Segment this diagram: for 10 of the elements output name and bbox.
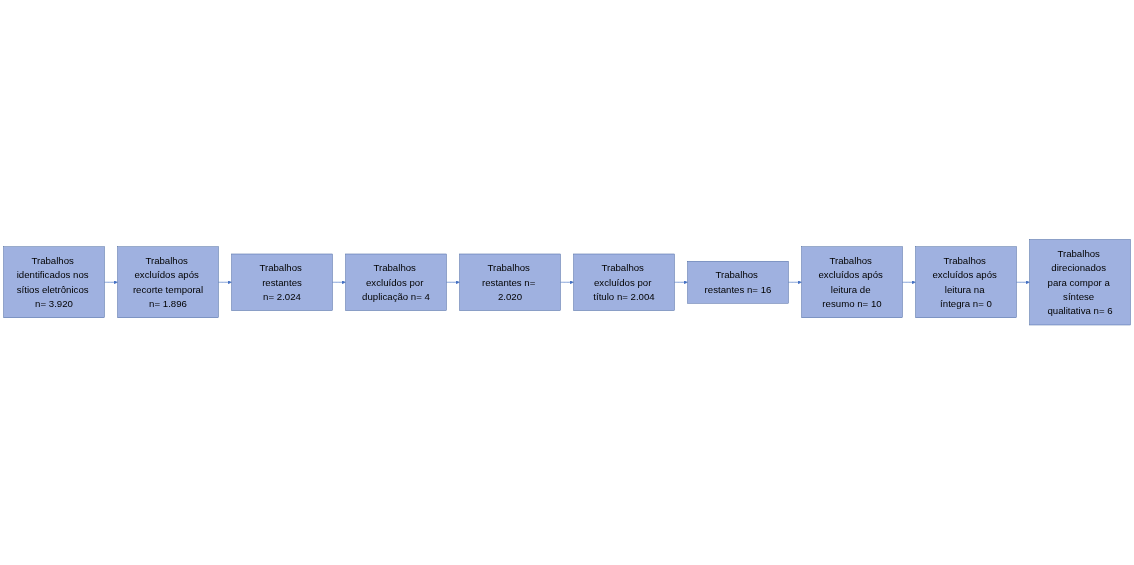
node-box: Trabalhos excluídos após leitura de resumo n= 10 [801,246,903,319]
node-box: Trabalhos excluídos após leitura na íntegra n= 0 [915,246,1017,319]
node-box: Trabalhos restantes n= 2.024 [231,254,333,311]
node-box: Trabalhos excluídos por duplicação n= 4 [345,254,447,311]
node-box: Trabalhos excluídos após recorte temporal n= 1.896 [117,246,219,319]
node-box: Trabalhos direcionados para compor a síntese qualitativa n= 6 [1029,239,1131,326]
node-box: Trabalhos restantes n= 2.020 [459,254,561,311]
node-box: Trabalhos restantes n= 16 [687,261,789,304]
node-box: Trabalhos excluídos por título n= 2.004 [573,254,675,311]
node-box: Trabalhos identificados nos sítios eletrônicos n= 3.920 [3,246,105,319]
